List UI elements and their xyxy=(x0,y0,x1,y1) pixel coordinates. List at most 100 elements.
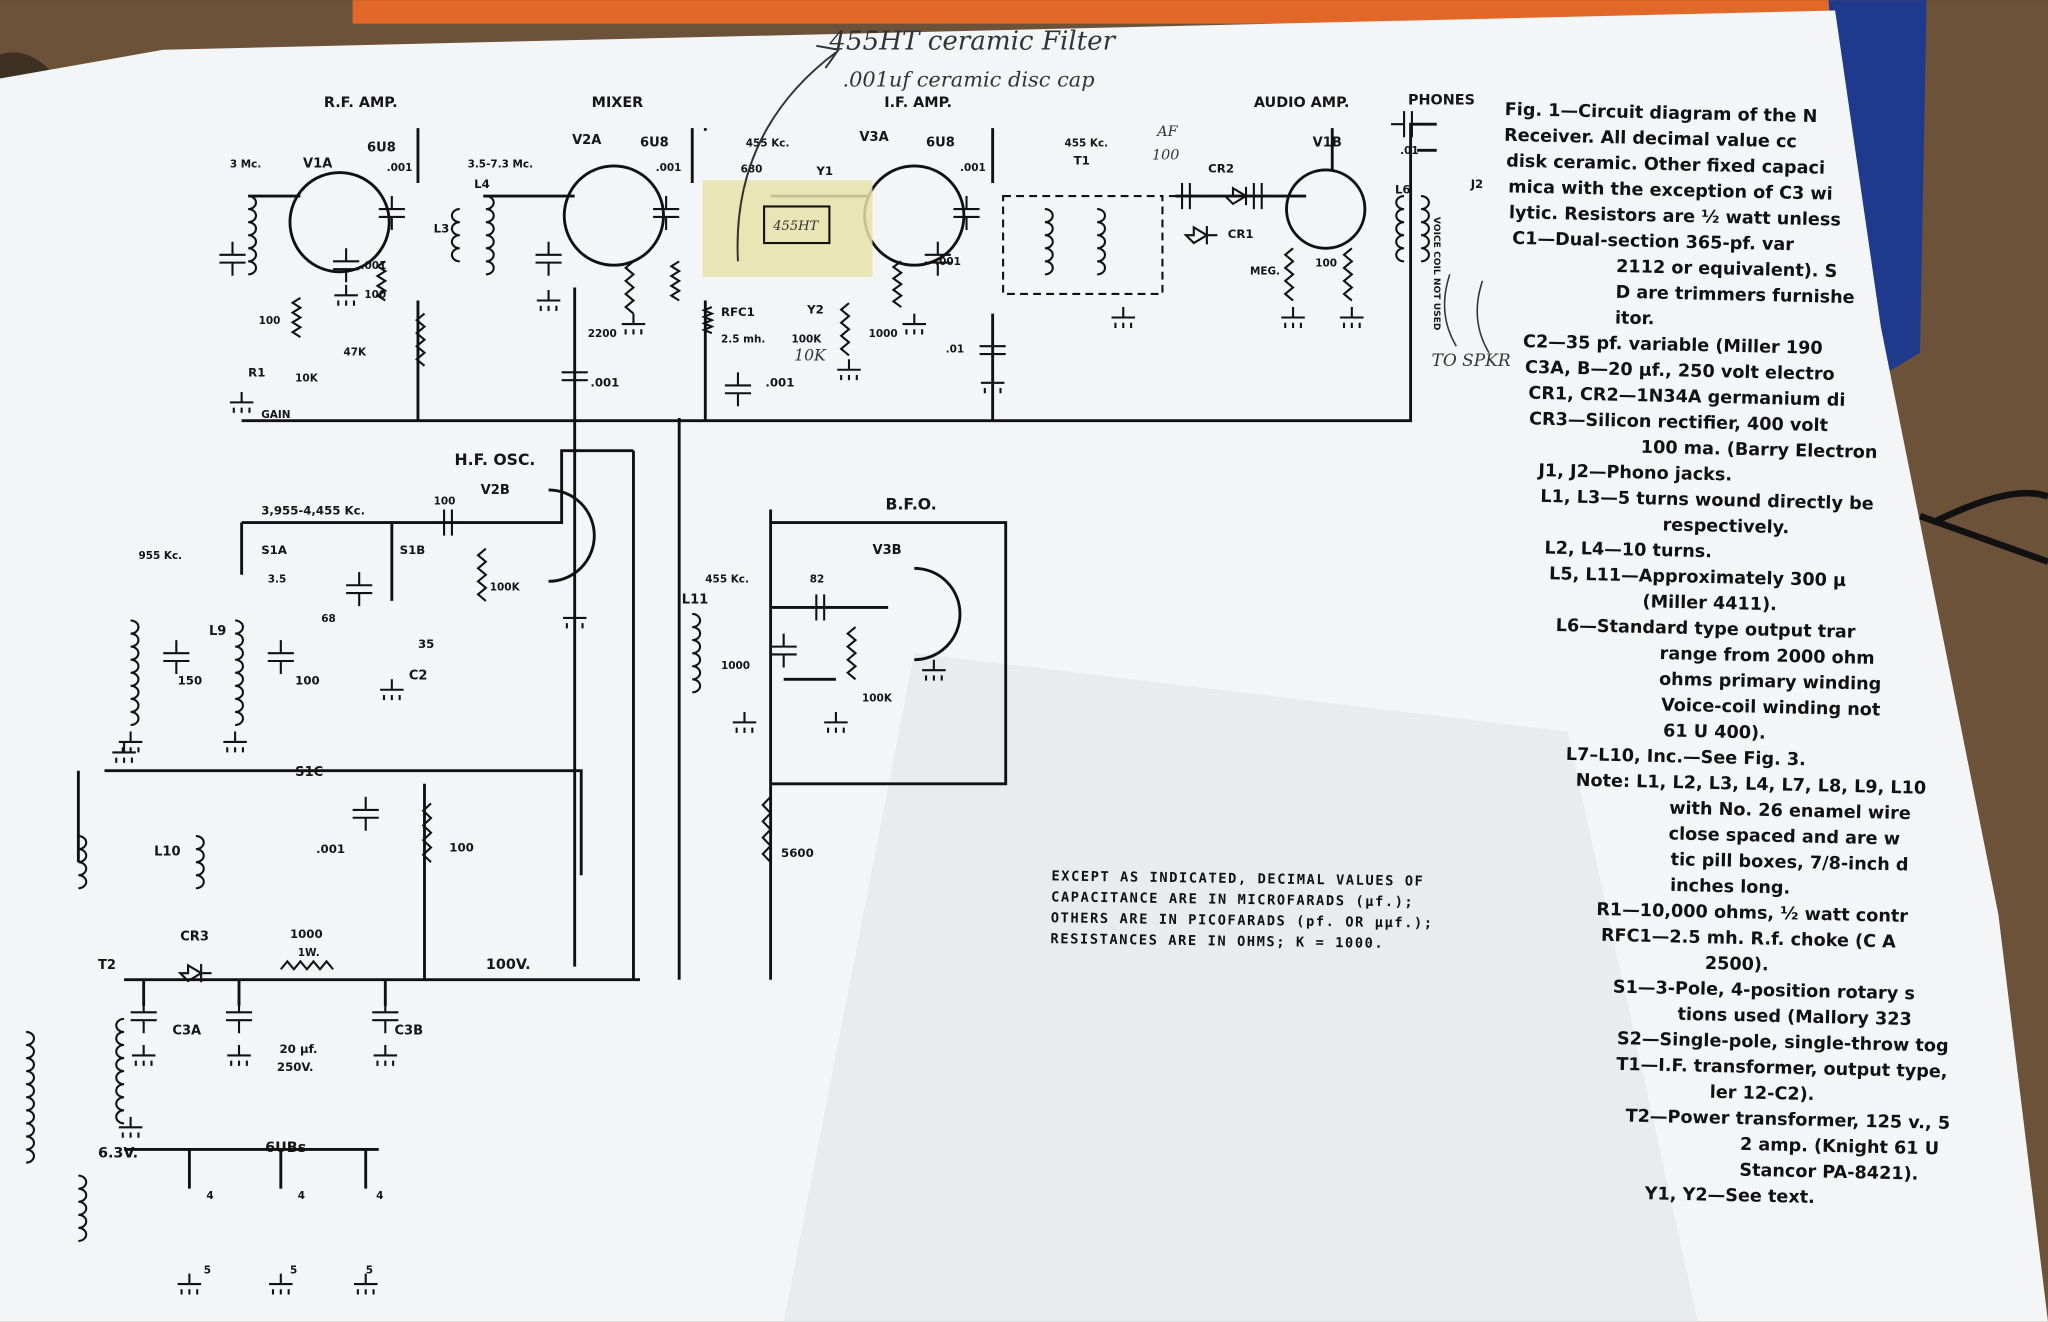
orange-folder xyxy=(352,0,1836,24)
caption-line: 61 U 400). xyxy=(1663,721,1766,743)
note-line: EXCEPT AS INDICATED, DECIMAL VALUES OF xyxy=(1051,868,1424,889)
capacitor-icon xyxy=(431,509,465,536)
label: .01 xyxy=(1400,145,1419,157)
handwritten-af-value: 100 xyxy=(1152,147,1179,163)
resistor-icon xyxy=(476,547,488,602)
label: L6 xyxy=(1395,182,1411,196)
capacitor-icon xyxy=(163,640,190,675)
caption-line: ohms primary winding xyxy=(1659,670,1882,695)
label: 100 xyxy=(434,495,456,507)
label: L4 xyxy=(474,177,490,191)
capacitor-icon xyxy=(653,196,680,230)
resistor-icon xyxy=(761,796,773,863)
if-transformer-shield xyxy=(1002,194,1164,296)
label: S1A xyxy=(261,543,288,557)
coil-icon xyxy=(485,194,495,276)
caption-line: inches long. xyxy=(1670,876,1791,899)
tube-v1b xyxy=(1285,168,1367,250)
resistor-icon xyxy=(1342,247,1354,302)
label: R1 xyxy=(248,365,265,379)
capacitor-icon xyxy=(535,241,562,276)
capacitor-icon xyxy=(333,248,360,283)
caption-line: J1, J2—Phono jacks. xyxy=(1537,461,1732,485)
label: MEG. xyxy=(1250,265,1280,277)
label-if-amp: I.F. AMP. xyxy=(884,95,952,111)
diode-icon xyxy=(177,963,212,983)
label: 10K xyxy=(295,372,319,384)
tube-v1a xyxy=(288,171,391,274)
capacitor-icon xyxy=(1168,182,1203,210)
note-line: RESISTANCES ARE IN OHMS; K = 1000. xyxy=(1050,931,1384,952)
resistor-icon xyxy=(669,260,682,302)
label-100v: 100V. xyxy=(486,957,531,973)
ground-icon xyxy=(118,731,143,753)
label: .001 xyxy=(387,162,413,174)
label-v1a-type: 6U8 xyxy=(367,141,396,156)
capacitor-icon xyxy=(953,196,980,230)
label-v3a: V3A xyxy=(859,130,889,145)
ground-icon xyxy=(334,284,358,306)
paper-shadow xyxy=(783,653,1698,1322)
label: 3.5-7.3 Mc. xyxy=(468,158,533,170)
label: 4 xyxy=(298,1190,305,1202)
capacitor-icon xyxy=(561,359,588,394)
label: C3B xyxy=(394,1024,423,1039)
tube-v2a xyxy=(562,164,665,267)
capacitor-icon xyxy=(724,372,752,407)
label: 3.5 xyxy=(268,574,287,586)
ground-icon xyxy=(380,679,404,701)
caption-line: respectively. xyxy=(1662,515,1789,538)
label: 1W. xyxy=(298,947,320,959)
caption-line: L2, L4—10 turns. xyxy=(1544,538,1712,562)
label: 150 xyxy=(178,674,203,688)
label: 100 xyxy=(295,674,320,688)
component-labels: 3 Mc. 3.5-7.3 Mc. 455 Kc. 455 Kc. 455 Kc… xyxy=(98,137,1483,1276)
coil-icon xyxy=(195,834,205,890)
resistor-icon xyxy=(415,312,427,367)
ground-icon xyxy=(353,1273,378,1295)
label: 100 xyxy=(259,315,281,327)
caption-line: 2112 or equivalent). S xyxy=(1616,257,1838,282)
label-v1b: V1B xyxy=(1313,135,1342,150)
label: 100 xyxy=(449,841,474,855)
ground-icon xyxy=(229,391,254,413)
caption-line: (Miller 4411). xyxy=(1642,592,1777,615)
note-line: CAPACITANCE ARE IN MICROFARADS (µf.); xyxy=(1051,889,1414,910)
values-note: EXCEPT AS INDICATED, DECIMAL VALUES OF C… xyxy=(1050,868,1433,952)
handwritten-10k: 10K xyxy=(794,346,827,365)
tape-ceramic-filter xyxy=(702,180,873,277)
coil-icon xyxy=(1044,208,1054,276)
eyeglasses xyxy=(1918,489,2048,565)
caption-line: 2500). xyxy=(1705,954,1769,975)
handwritten-to-spkr: TO SPKR xyxy=(1432,351,1511,371)
ground-icon xyxy=(177,1273,202,1295)
coil-icon xyxy=(248,194,257,276)
label-v3b: V3B xyxy=(872,543,901,558)
capacitor-icon xyxy=(225,999,253,1034)
label: VOICE COIL NOT USED xyxy=(1431,217,1441,331)
capacitor-icon xyxy=(219,241,246,276)
label: 82 xyxy=(810,574,825,586)
caption-line: Stancor PA-8421). xyxy=(1739,1161,1918,1185)
ground-icon xyxy=(536,290,561,311)
ground-icon xyxy=(562,607,587,629)
ground-icon xyxy=(227,1045,251,1066)
label: 455 Kc. xyxy=(746,137,790,149)
label: 455 Kc. xyxy=(1064,137,1108,149)
resistor-icon xyxy=(846,626,858,681)
capacitor-icon xyxy=(346,572,373,607)
resistor-icon xyxy=(891,260,903,308)
label: 1000 xyxy=(869,328,898,340)
ground-icon xyxy=(621,313,646,335)
label-v2b: V2B xyxy=(481,483,510,498)
label: 680 xyxy=(741,164,763,176)
handwritten-leads xyxy=(1443,274,1490,354)
label: RFC1 xyxy=(721,305,755,319)
label: 5 xyxy=(204,1265,211,1277)
caption-line: itor. xyxy=(1615,308,1655,329)
label: 100K xyxy=(862,692,893,704)
capacitor-icon xyxy=(979,333,1006,368)
label: 1000 xyxy=(290,927,323,941)
diode-icon xyxy=(1183,225,1218,245)
